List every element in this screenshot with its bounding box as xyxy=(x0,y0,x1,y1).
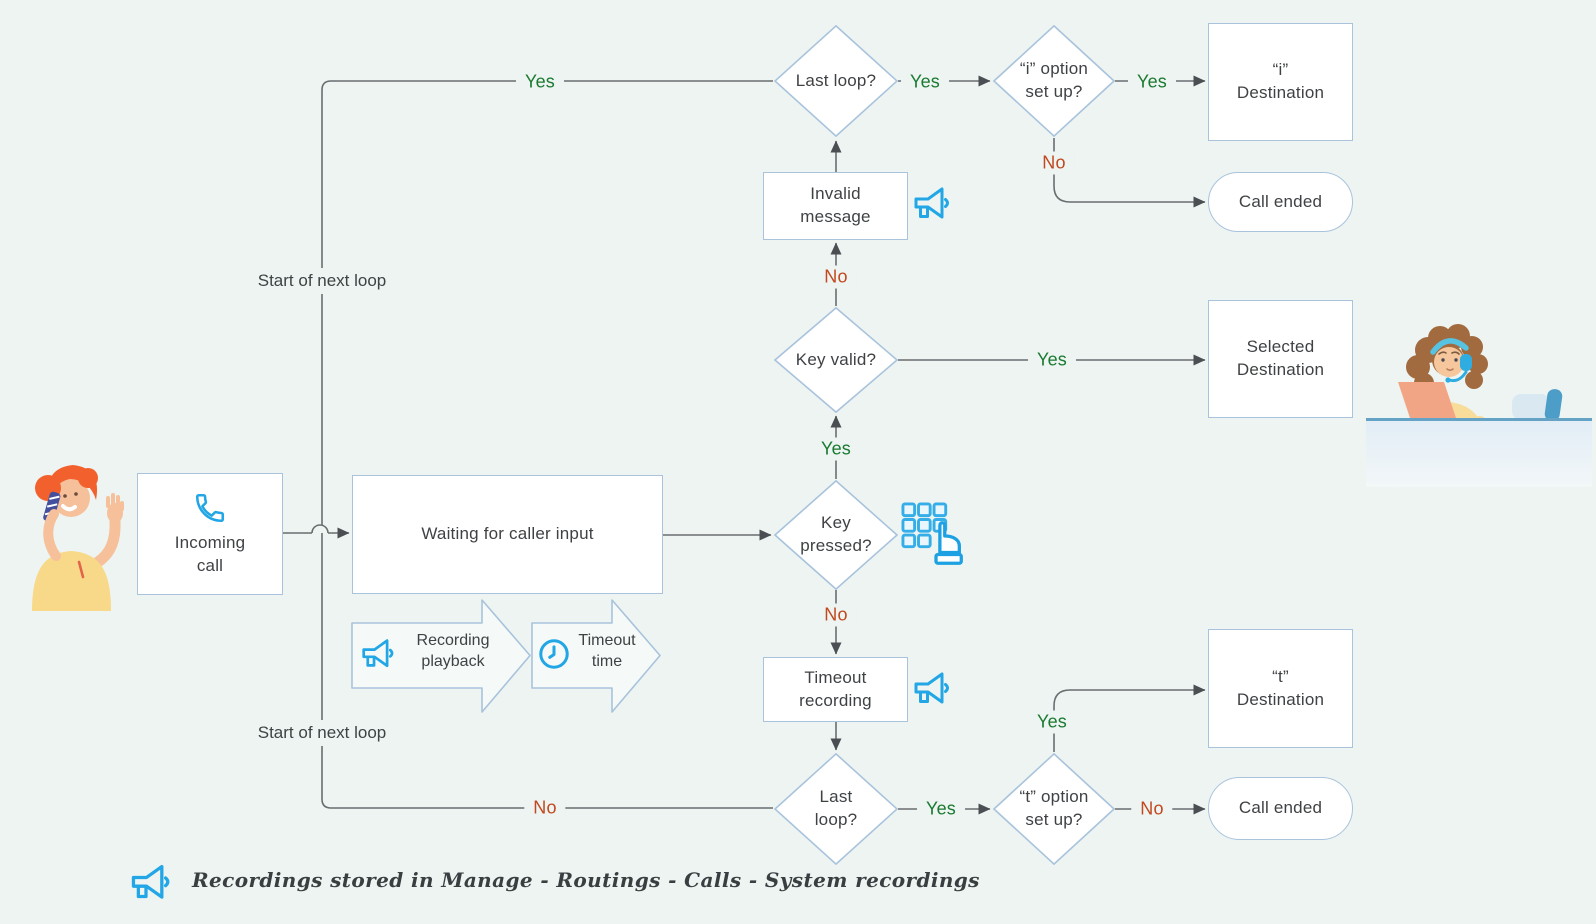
node-call-ended-top: Call ended xyxy=(1208,172,1353,232)
megaphone-icon xyxy=(911,185,955,225)
node-label: Last loop? xyxy=(795,70,877,90)
edge-toption-to-tdest xyxy=(1053,684,1206,752)
decision-key-pressed: Key pressed? xyxy=(774,480,898,590)
loop-label-bottom: Start of next loop xyxy=(247,720,397,746)
edge-label-yes: Yes xyxy=(917,797,965,821)
node-i-destination: “i” Destination xyxy=(1208,23,1353,141)
edge-label-yes: Yes xyxy=(1028,348,1076,372)
node-incoming-call: Incoming call xyxy=(137,473,283,595)
node-selected-destination: Selected Destination xyxy=(1208,300,1353,418)
decision-key-valid: Key valid? xyxy=(774,307,898,413)
node-label: “t” Destination xyxy=(1236,666,1325,709)
loop-label-top: Start of next loop xyxy=(247,268,397,294)
edge-label-yes: Yes xyxy=(1028,710,1076,734)
megaphone-icon xyxy=(911,670,955,710)
edge-label-yes: Yes xyxy=(901,70,949,94)
node-waiting-for-input: Waiting for caller input xyxy=(352,475,663,594)
edge-ioption-to-callended xyxy=(1053,138,1206,208)
node-call-ended-bottom: Call ended xyxy=(1208,777,1353,840)
decision-t-option: “t” option set up? xyxy=(993,753,1115,865)
node-label: Key pressed? xyxy=(800,513,872,555)
edge-label-no: No xyxy=(524,796,566,820)
edge-label-no: No xyxy=(815,603,857,627)
node-label: Timeout recording xyxy=(799,667,872,710)
edge-label-no: No xyxy=(1033,151,1075,175)
phone-icon xyxy=(193,491,227,525)
node-label: Incoming call xyxy=(174,532,246,575)
edge-label-yes: Yes xyxy=(812,437,860,461)
node-label: Key valid? xyxy=(795,349,877,369)
node-timeout-recording: Timeout recording xyxy=(763,657,908,722)
ribbon-timeout-time xyxy=(531,599,661,713)
node-label: “t” option set up? xyxy=(1019,787,1089,829)
node-label: Last loop? xyxy=(814,787,858,829)
megaphone-icon xyxy=(359,637,399,673)
node-invalid-message: Invalid message xyxy=(763,172,908,240)
diamond-shape xyxy=(774,25,898,137)
decision-last-loop-top: Last loop? xyxy=(774,25,898,137)
node-label: Waiting for caller input xyxy=(421,524,594,544)
node-label: “i” option set up? xyxy=(1019,59,1089,101)
agent-illustration xyxy=(1366,324,1592,487)
diamond-shape xyxy=(993,25,1115,137)
node-label: Call ended xyxy=(1238,798,1323,818)
diamond-shape xyxy=(774,753,898,865)
edge-label-yes: Yes xyxy=(1128,70,1176,94)
edge-label-no: No xyxy=(1131,797,1173,821)
ribbon-label-recording-playback: Recording playback xyxy=(416,632,490,671)
decision-last-loop-bottom: Last loop? xyxy=(774,753,898,865)
node-label: Selected Destination xyxy=(1236,337,1325,379)
node-label: Call ended xyxy=(1238,191,1323,211)
caller-illustration xyxy=(32,465,124,611)
decision-i-option: “i” option set up? xyxy=(993,25,1115,137)
recordings-note: Recordings stored in Manage - Routings -… xyxy=(192,868,980,892)
diamond-shape xyxy=(774,307,898,413)
diamond-shape xyxy=(993,753,1115,865)
diamond-shape xyxy=(774,480,898,590)
ribbon-recording-playback xyxy=(351,599,531,713)
edge-label-no: No xyxy=(815,265,857,289)
keypad-pointing-hand-icon xyxy=(901,502,971,572)
edge-loop-return xyxy=(321,80,773,809)
edge-label-yes: Yes xyxy=(516,70,564,94)
megaphone-icon xyxy=(128,862,176,906)
node-label: “i” Destination xyxy=(1236,60,1325,102)
node-label: Invalid message xyxy=(800,184,871,226)
node-t-destination: “t” Destination xyxy=(1208,629,1353,748)
clock-icon xyxy=(537,637,571,671)
ribbon-label-timeout-time: Timeout time xyxy=(578,632,636,671)
edge-incoming-hop xyxy=(311,524,329,534)
